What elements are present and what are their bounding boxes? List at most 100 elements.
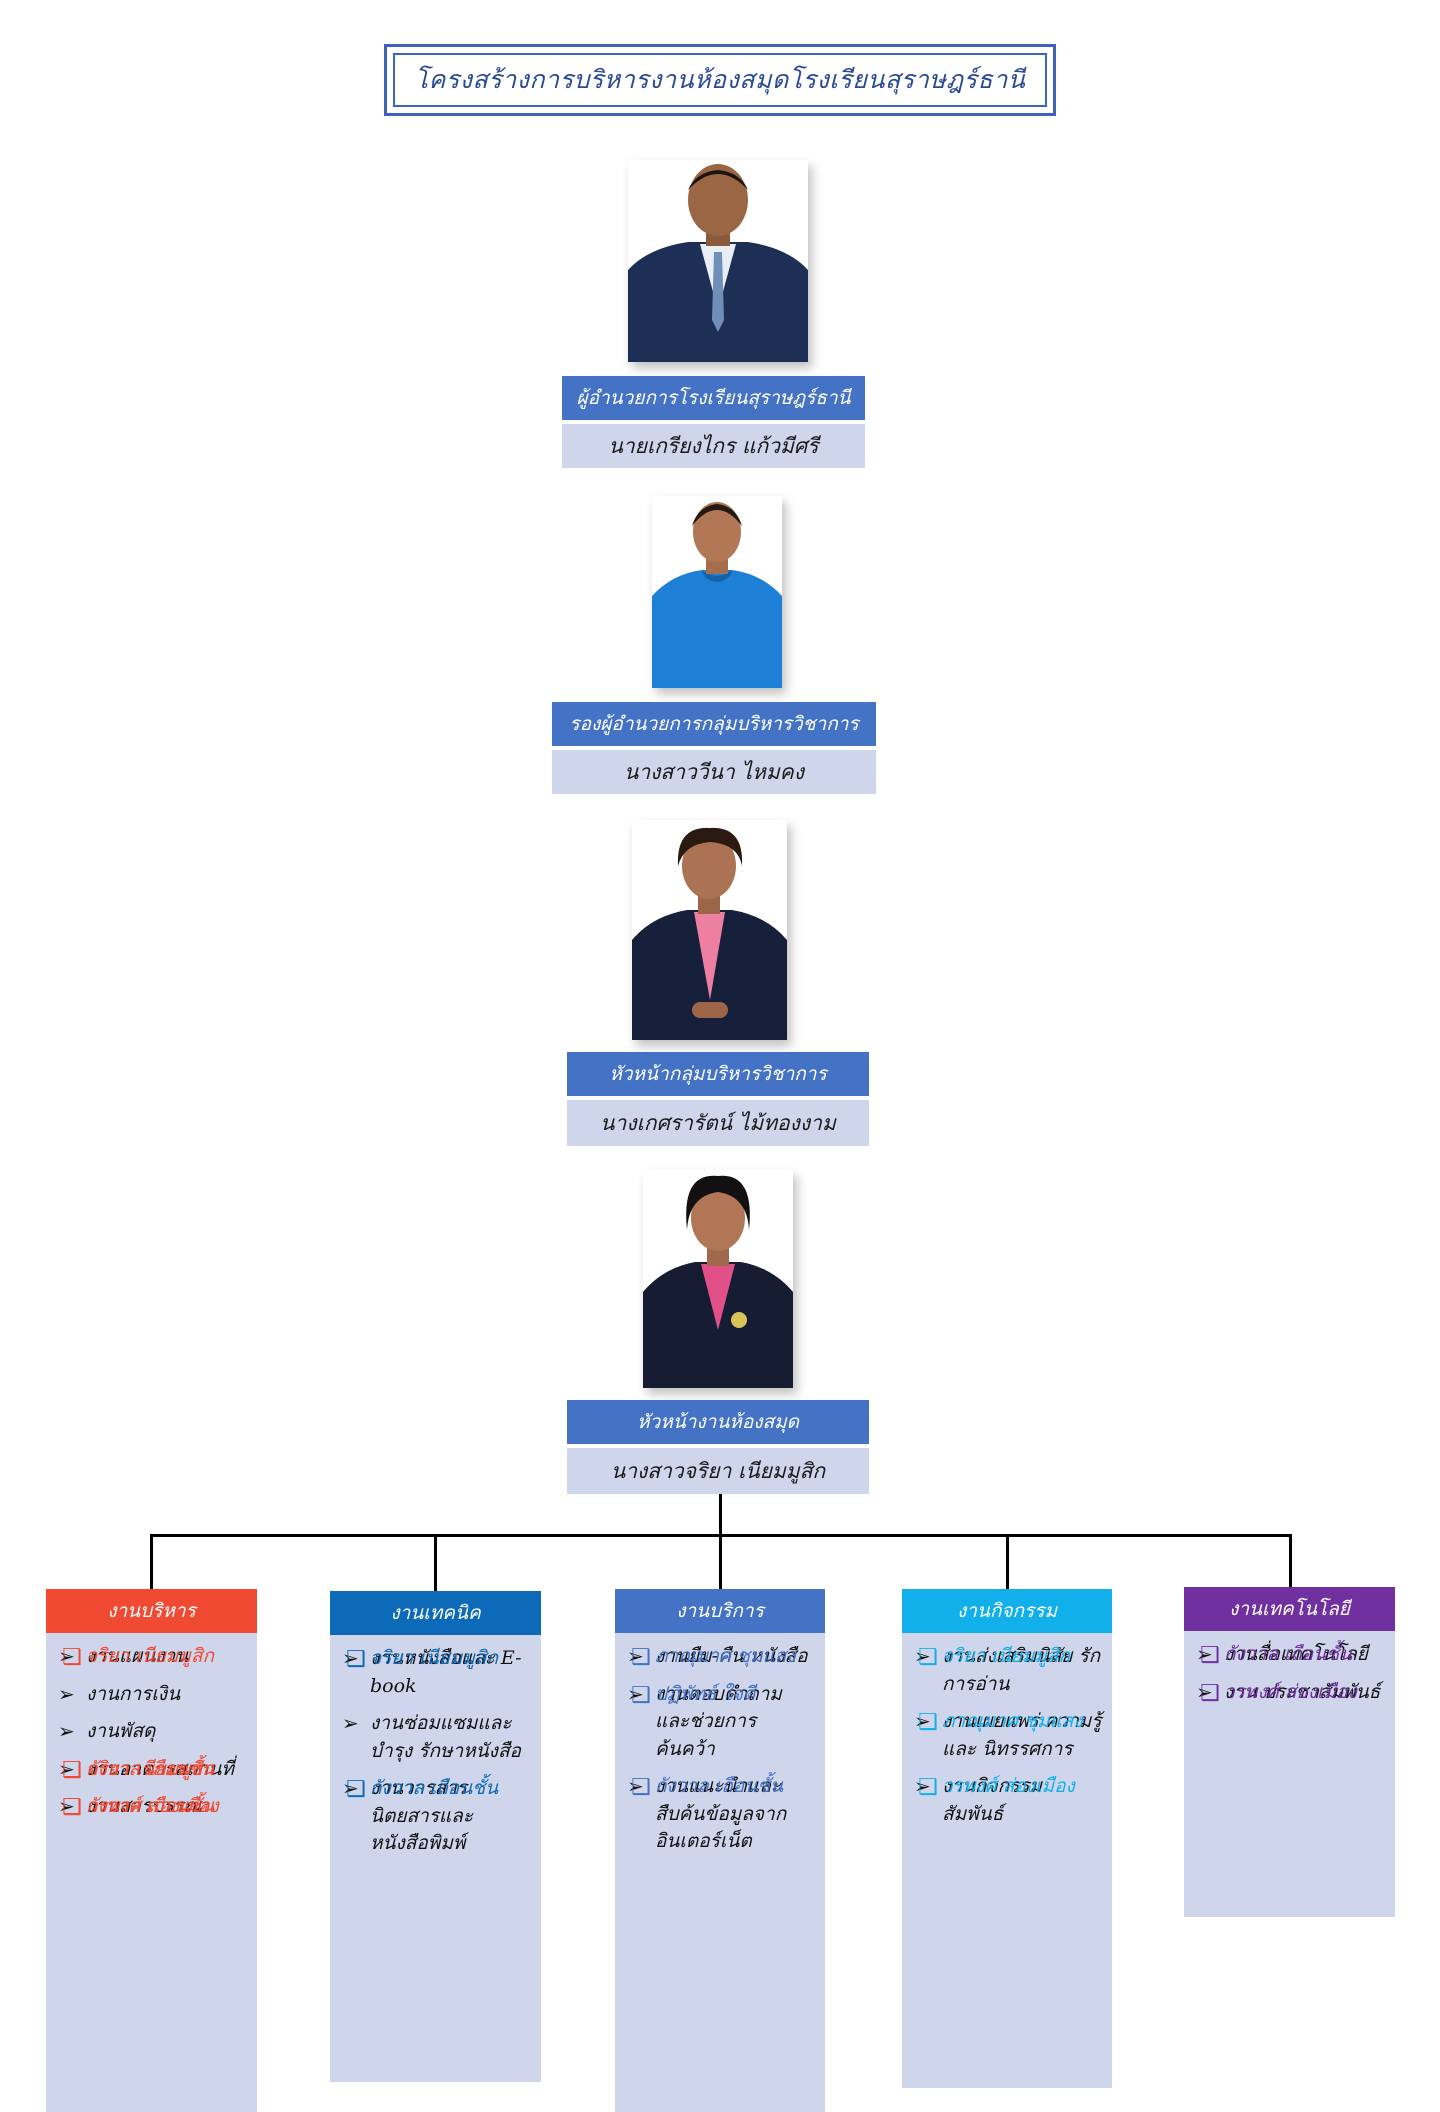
dept-item: ❑ภาณุมาศ ชุมแสง xyxy=(627,1643,796,1673)
dept-item-text: งานสารบรรณ xyxy=(86,1795,202,1818)
dept-item: ❑กังวาล เถือนชั้น xyxy=(342,1775,498,1805)
arrow-bullet-icon: ➢ xyxy=(342,1646,359,1670)
dept-item-text: ปฏิพัทธ์ ใจดี xyxy=(655,1682,756,1705)
dept-item: ❑กังวาล เถือนชั้น xyxy=(1196,1641,1352,1671)
arrow-bullet-icon: ➢ xyxy=(58,1719,75,1744)
library-head-name: นางสาวจริยา เนียมมูสิก xyxy=(567,1448,869,1494)
square-bullet-icon: ❑ xyxy=(346,1647,366,1672)
dept-item: ❑กังวาล เถือนชั้น xyxy=(58,1793,214,1823)
dept-technical-list: ❑จริยา เนียมมูสิก ➢งานหนังสือและ E-book … xyxy=(330,1635,541,2082)
arrow-bullet-icon: ➢ xyxy=(627,1644,644,1668)
dept-item-text: งานสื่อเทคโนโลยี xyxy=(1224,1643,1368,1665)
dept-item-text: งานแผนงาน xyxy=(86,1645,189,1667)
dept-item-text: กังวาล เถือนชั้น xyxy=(86,1757,215,1780)
dept-service-header: งานบริการ xyxy=(615,1589,825,1633)
connector-drop-technical xyxy=(434,1534,437,1592)
dept-item: ❑จริยา เนียมมูสิก xyxy=(914,1643,1070,1673)
dept-item-text: จริยา เนียมมูสิก xyxy=(942,1645,1070,1667)
dept-item-text: จริยา เนียมมูสิก xyxy=(86,1645,214,1667)
dept-item-text: งานแนะนำและ สืบค้นข้อมูลจาก อินเตอร์เน็ต xyxy=(655,1775,787,1853)
deputy-director-name: นางสาววีนา ไหมคง xyxy=(552,750,876,794)
dept-item: ❑จริยา เนียมมูสิก xyxy=(58,1756,214,1786)
dept-item: ➢งานตอบคำถาม และช่วยการ ค้นคว้า xyxy=(627,1681,817,1764)
arrow-bullet-icon: ➢ xyxy=(627,1774,644,1799)
dept-item-text: งานส่งเสริมนิสัย รักการอ่าน xyxy=(942,1645,1101,1695)
dept-item-text: จริยา เนียมมูสิก xyxy=(86,1757,214,1780)
dept-item: ❑วรพงศ์ ส่องเมือง xyxy=(914,1773,1075,1803)
arrow-bullet-icon: ➢ xyxy=(914,1709,931,1734)
connector-trunk xyxy=(719,1494,722,1536)
arrow-bullet-icon: ➢ xyxy=(342,1776,359,1801)
dept-item-text: งานตอบคำถาม และช่วยการ ค้นคว้า xyxy=(655,1682,782,1760)
arrow-bullet-icon: ➢ xyxy=(1196,1642,1213,1666)
dept-item: ➢ งานยืม-คืน หนังสือ xyxy=(627,1643,817,1671)
dept-item: ➢งาน ประชาสัมพันธ์ xyxy=(1196,1679,1387,1707)
dept-item: ❑วรพงศ์ ส่องเมือง xyxy=(58,1793,219,1823)
square-bullet-icon: ❑ xyxy=(62,1795,82,1821)
square-bullet-icon: ❑ xyxy=(918,1710,938,1736)
square-bullet-icon: ❑ xyxy=(631,1682,651,1708)
arrow-bullet-icon: ➢ xyxy=(58,1756,75,1781)
dept-item-text: งานเผยแพร่ ความรู้ และ นิทรรศการ xyxy=(942,1710,1102,1760)
dept-item: ❑กังวาล เถือนชั้น xyxy=(627,1773,783,1803)
chart-title-box: โครงสร้างการบริหารงานห้องสมุดโรงเรียนสุร… xyxy=(384,44,1056,116)
dept-item: ➢ งานซ่อมแซมและบำรุง รักษาหนังสือ xyxy=(342,1710,533,1765)
square-bullet-icon: ❑ xyxy=(62,1795,82,1821)
chart-title: โครงสร้างการบริหารงานห้องสมุดโรงเรียนสุร… xyxy=(414,65,1026,94)
dept-item-text: กังวาล เถือนชั้น xyxy=(655,1775,784,1798)
dept-item-text: งานการเงิน xyxy=(86,1682,181,1705)
dept-item: ❑จริยา เนียมมูสิก xyxy=(342,1645,498,1675)
dept-item-text: งานซ่อมแซมและบำรุง รักษาหนังสือ xyxy=(370,1712,521,1762)
dept-item: ➢ งานวารสาร นิตยสารและหนังสือพิมพ์ xyxy=(342,1775,533,1858)
dept-item-text: งานหนังสือและ E-book xyxy=(370,1647,522,1697)
dept-item: ➢ งานสื่อเทคโนโลยี xyxy=(1196,1641,1387,1669)
dept-item: ➢งานอาคารสถานที่ xyxy=(58,1756,249,1784)
library-head-role: หัวหน้างานห้องสมุด xyxy=(567,1400,869,1444)
connector-drop-service xyxy=(719,1534,722,1590)
connector-drop-administration xyxy=(150,1534,153,1590)
dept-item-text: ภาณุมาศ ชุมแสง xyxy=(942,1710,1083,1733)
dept-item: ❑วรพงศ์ ส่องเมือง xyxy=(1196,1679,1357,1709)
square-bullet-icon: ❑ xyxy=(346,1777,366,1803)
dept-administration-list: ❑จริยา เนียมมูสิก ➢งานแผนงาน ➢งานการเงิน… xyxy=(46,1633,257,2112)
square-bullet-icon: ❑ xyxy=(62,1757,82,1783)
dept-item-text: วรพงศ์ ส่องเมือง xyxy=(86,1795,219,1818)
connector-drop-technology xyxy=(1289,1534,1292,1588)
dept-item-text: วรพงศ์ ส่องเมือง xyxy=(942,1775,1075,1798)
dept-item-text: งานพัสดุ xyxy=(86,1720,156,1743)
dept-item: ➢ งานแนะนำและ สืบค้นข้อมูลจาก อินเตอร์เน็… xyxy=(627,1773,817,1856)
dept-activities-list: ❑จริยา เนียมมูสิก ➢งานส่งเสริมนิสัย รักก… xyxy=(902,1633,1112,2088)
dept-item: ➢ งานพัสดุ xyxy=(58,1718,249,1746)
dept-item: ➢ งานการเงิน xyxy=(58,1681,249,1709)
arrow-bullet-icon: ➢ xyxy=(58,1681,75,1706)
square-bullet-icon: ❑ xyxy=(631,1775,651,1801)
dept-item-text: งานวารสาร นิตยสารและหนังสือพิมพ์ xyxy=(370,1777,474,1855)
dept-item-text: งาน ประชาสัมพันธ์ xyxy=(1224,1680,1381,1703)
dept-item-text: งานยืม-คืน หนังสือ xyxy=(655,1645,808,1667)
dept-activities-header: งานกิจกรรม xyxy=(902,1589,1112,1633)
square-bullet-icon: ❑ xyxy=(631,1645,651,1670)
arrow-bullet-icon: ➢ xyxy=(342,1711,359,1736)
dept-technology-list: ❑กังวาล เถือนชั้น ➢ งานสื่อเทคโนโลยี ❑วรพ… xyxy=(1184,1631,1395,1917)
dept-item-text: กังวาล เถือนชั้น xyxy=(1224,1643,1353,1665)
title-inner-border xyxy=(393,53,1047,107)
square-bullet-icon: ❑ xyxy=(1200,1680,1220,1706)
director-name: นายเกรียงไกร แก้วมีศรี xyxy=(562,424,865,468)
arrow-bullet-icon: ➢ xyxy=(58,1644,75,1668)
dept-item: ❑ปฏิพัทธ์ ใจดี xyxy=(627,1681,755,1711)
academic-head-photo xyxy=(632,820,787,1040)
deputy-director-photo xyxy=(652,496,782,688)
dept-item: ❑ภาณุมาศ ชุมแสง xyxy=(914,1708,1083,1738)
dept-item-text: วรพงศ์ ส่องเมือง xyxy=(1224,1680,1357,1703)
dept-technology-header: งานเทคโนโลยี xyxy=(1184,1587,1395,1631)
square-bullet-icon: ❑ xyxy=(62,1757,82,1783)
dept-item: ➢ งานแผนงาน xyxy=(58,1643,249,1671)
deputy-director-role: รองผู้อำนวยการกลุ่มบริหารวิชาการ xyxy=(552,702,876,746)
academic-head-name: นางเกศรารัตน์ ไม้ทองงาม xyxy=(567,1100,869,1146)
dept-technical-header: งานเทคนิค xyxy=(330,1591,541,1635)
director-photo xyxy=(628,160,808,362)
square-bullet-icon: ❑ xyxy=(918,1645,938,1670)
dept-item: ➢งานส่งเสริมนิสัย รักการอ่าน xyxy=(914,1643,1104,1698)
arrow-bullet-icon: ➢ xyxy=(914,1774,931,1799)
dept-item: ➢ งานหนังสือและ E-book xyxy=(342,1645,533,1700)
